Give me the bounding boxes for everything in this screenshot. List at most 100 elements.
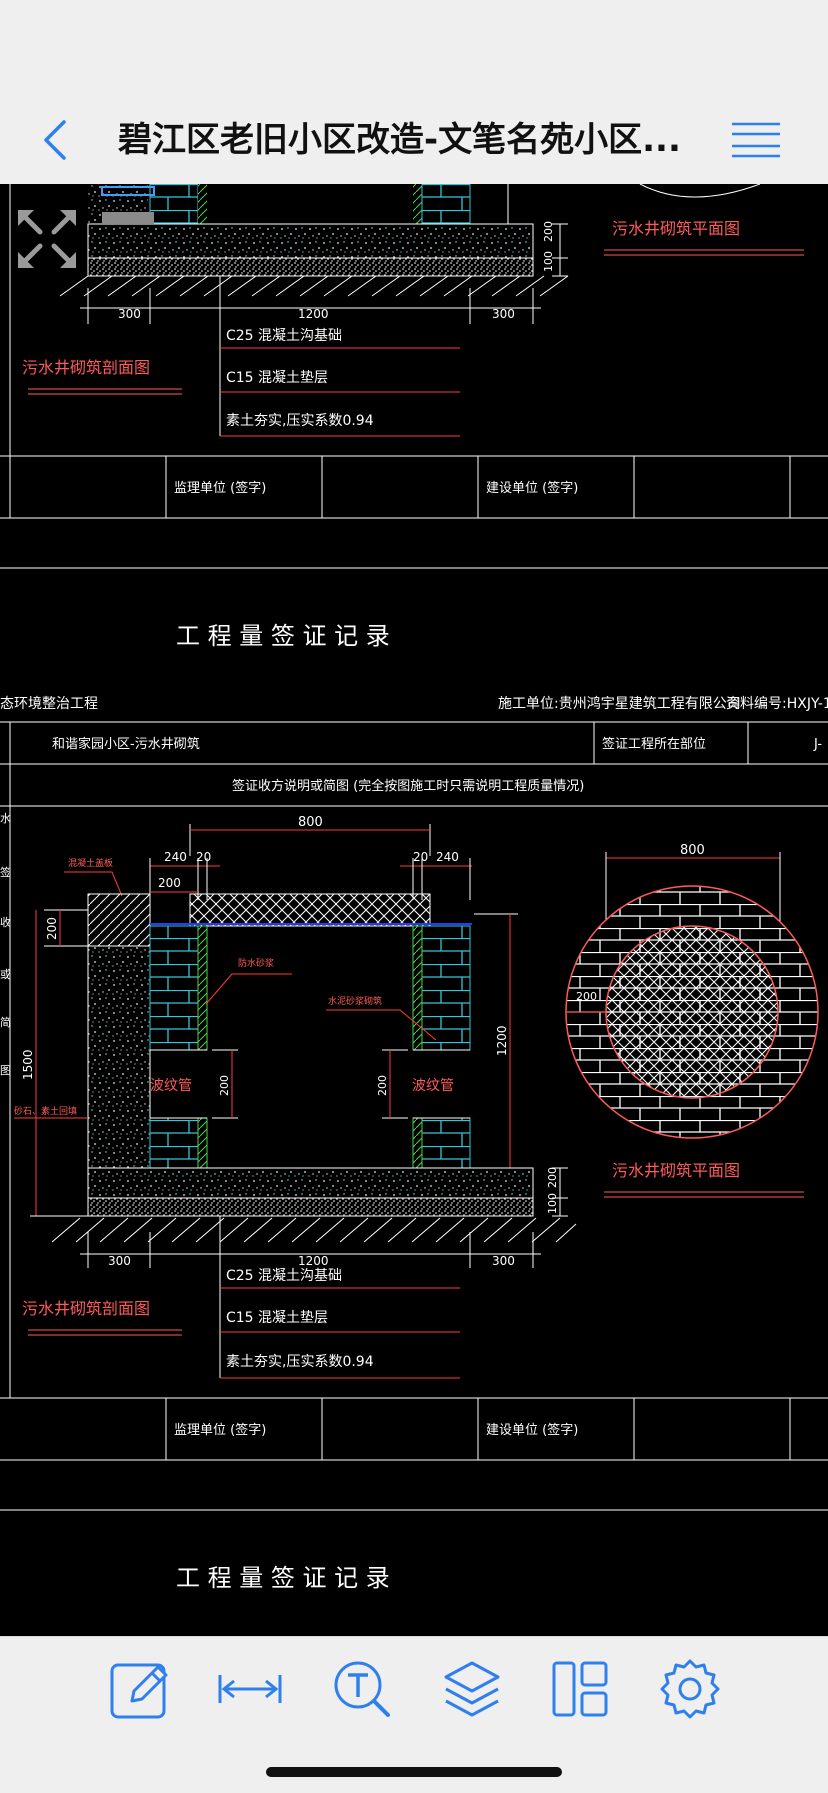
top-dim-200: 200 [542,221,555,242]
supervisor-label: 监理单位 (签字) [174,1422,266,1438]
dim-800-top: 800 [298,815,323,830]
record-title-second: 工 程 量 签 证 记 录 [176,1564,390,1592]
signature-row: 监理单位 (签字) 建设单位 (签字) [0,1397,828,1511]
base-slab [87,1167,534,1199]
text-search-button[interactable] [330,1657,394,1721]
dim-1500: 1500 [21,1049,35,1080]
chevron-left-icon [44,120,66,160]
cover-slab-diagonal [87,893,151,947]
cad-drawing: 300 1200 300 200 100 C25 混凝土沟基础 C15 混凝土垫… [0,184,828,1592]
left-waterproof-lower [197,1117,208,1169]
home-indicator [266,1767,562,1777]
legend-c25: C25 混凝土沟基础 [226,1267,342,1284]
top-legend-soil: 素土夯实,压实系数0.94 [226,413,374,429]
top-dim-1200: 1200 [298,307,329,321]
legend-c15: C15 混凝土垫层 [226,1310,328,1326]
dim-200-pipe-left: 200 [218,1075,231,1096]
sketch-header: 签证收方说明或简图 (完全按图施工时只需说明工程质量情况) [232,778,584,794]
pipe-label-right: 波纹管 [412,1078,454,1094]
layout-icon [552,1661,608,1717]
edit-button[interactable] [108,1657,172,1721]
cover-slab-cross [189,893,431,927]
top-section-title: 污水井砌筑剖面图 [22,358,150,377]
settings-button[interactable] [658,1657,722,1721]
cad-drawing-canvas[interactable]: 300 1200 300 200 100 C25 混凝土沟基础 C15 混凝土垫… [0,184,828,1636]
top-dim-100: 100 [542,251,555,272]
top-builder-label: 建设单位 (签字) [486,480,578,496]
annotation-waterproof: 防水砂浆 [238,957,274,969]
text-search-icon [334,1661,390,1717]
status-bar-area [0,0,828,96]
top-left-waterproof [198,184,207,224]
side-char-5: 简 [0,1015,11,1029]
top-label-marker-gray [102,212,154,224]
back-button[interactable] [36,116,80,164]
hamburger-menu-icon [732,122,780,158]
side-char-4: 或 [0,968,11,981]
dim-240-left: 240 [164,850,187,864]
dim-300-right: 300 [492,1254,515,1268]
top-legend-c25: C25 混凝土沟基础 [226,327,342,344]
top-cushion [87,257,534,277]
contractor-name: 施工单位:贵州鸿宇星建筑工程有限公司 [498,695,741,712]
dim-300-left: 300 [108,1254,131,1268]
edit-icon [110,1663,168,1719]
side-char-1: 水 [0,812,11,825]
menu-button[interactable] [728,118,784,162]
plan-drawing: 800 200 污水井砌筑平面图 [565,843,819,1198]
dim-240-right: 240 [436,850,459,864]
navigation-bar: 碧江区老旧小区改造-文笔名苑小区... [0,96,828,185]
legend-soil: 素土夯实,压实系数0.94 [226,1354,374,1370]
annotation-concrete-cover: 混凝土盖板 [68,857,113,869]
right-waterproof-lower [412,1117,423,1169]
page-title: 碧江区老旧小区改造-文笔名苑小区... [118,120,681,160]
dim-200-base: 200 [546,1167,559,1188]
left-brick-wall-upper [149,925,199,1051]
cushion-layer [87,1197,534,1217]
measure-icon [218,1675,282,1703]
dim-200-side: 200 [45,917,59,940]
right-brick-wall-lower [421,1117,471,1169]
location-value: 和谐家园小区-污水井砌筑 [52,736,200,752]
dim-200-cap: 200 [158,876,181,890]
plan-title: 污水井砌筑平面图 [612,1161,740,1180]
left-brick-wall-lower [149,1117,199,1169]
side-char-3: 收 [0,915,11,929]
annotation-brick-wall: 水泥砂浆砌筑 [328,995,382,1007]
document-number: 资料编号:HXJY-1 [726,696,828,712]
annotation-backfill: 砂石、素土回填 [14,1105,77,1117]
right-brick-wall-upper [421,925,471,1051]
dim-20-left: 20 [196,850,211,864]
plan-dim-200: 200 [576,990,597,1003]
dim-20-right: 20 [413,850,428,864]
dim-1200-bottom: 1200 [298,1254,329,1268]
section-title: 污水井砌筑剖面图 [22,1299,150,1318]
location-label: 签证工程所在部位 [602,736,706,752]
layers-icon [444,1661,500,1717]
top-dim-300-right: 300 [492,307,515,321]
top-plan-title: 污水井砌筑平面图 [612,219,740,238]
layout-button[interactable] [548,1657,612,1721]
top-legend-c15: C15 混凝土垫层 [226,370,328,386]
top-supervisor-label: 监理单位 (签字) [174,480,266,496]
layers-button[interactable] [440,1657,504,1721]
bottom-toolbar [0,1636,828,1793]
side-char-2: 签 [0,865,11,879]
dim-200-pipe-right: 200 [376,1075,389,1096]
project-name: 态环境整治工程 [0,696,98,712]
pipe-label-left: 波纹管 [150,1078,192,1094]
settings-icon [660,1659,720,1719]
backfill-fill [87,945,151,1169]
right-waterproof-upper [412,925,423,1051]
location-code: J- [813,737,822,752]
fullscreen-button[interactable] [14,206,80,272]
builder-label: 建设单位 (签字) [486,1422,578,1438]
record-title: 工 程 量 签 证 记 录 [176,622,390,650]
top-right-waterproof [413,184,422,224]
top-base-slab [87,223,534,259]
measure-button[interactable] [218,1657,282,1721]
plan-dim-800: 800 [680,843,705,858]
dim-100-base: 100 [546,1193,559,1214]
left-waterproof-upper [197,925,208,1051]
top-right-brick [421,184,471,225]
